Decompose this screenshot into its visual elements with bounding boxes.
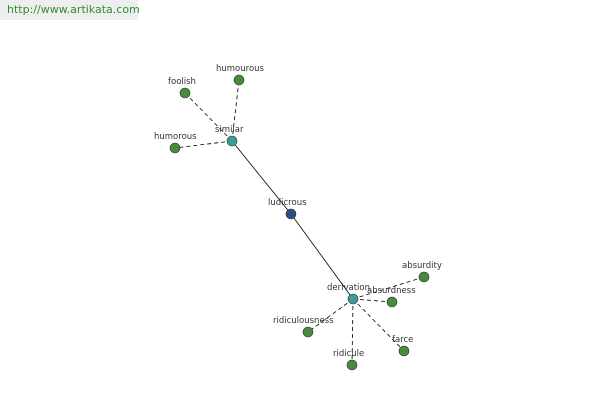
node-label-absurdness: absurdness [367,286,416,296]
edge-ludicrous-derivation [290,213,354,300]
node-derivation[interactable] [347,293,359,305]
node-label-humourous: humourous [216,64,265,74]
node-ridicule[interactable] [346,359,358,371]
node-farce[interactable] [398,345,410,357]
node-ludicrous[interactable] [285,208,297,220]
node-label-absurdity: absurdity [402,261,442,271]
node-label-similar: similar [215,125,244,135]
node-label-derivation: derivation [327,283,370,293]
node-label-ridicule: ridicule [333,349,364,359]
graph-labels: foolish humourous humorous absurdity absurdn… [154,64,442,359]
node-foolish[interactable] [179,87,191,99]
node-humorous[interactable] [169,142,181,154]
edge-derivation-farce [352,298,405,352]
edge-derivation-absurdness [352,298,393,303]
node-similar[interactable] [226,135,238,147]
edge-ludicrous-similar [231,140,292,215]
node-humourous[interactable] [233,74,245,86]
node-label-ridiculousness: ridiculousness [273,316,334,326]
node-absurdness[interactable] [386,296,398,308]
edge-derivation-absurdity [352,276,425,300]
graph-edges [174,79,425,366]
edge-similar-humourous [231,79,240,142]
node-label-ludicrous: ludicrous [268,198,307,208]
site-url-link[interactable]: http://www.artikata.com [7,3,140,16]
edge-derivation-ridiculousness [307,298,354,333]
edge-similar-humorous [174,140,233,149]
graph-nodes [169,74,430,371]
url-banner: http://www.artikata.com [0,0,140,20]
node-label-farce: farce [392,335,413,345]
node-label-humorous: humorous [154,132,197,142]
node-absurdity[interactable] [418,271,430,283]
node-ridiculousness[interactable] [302,326,314,338]
node-label-foolish: foolish [168,77,196,87]
